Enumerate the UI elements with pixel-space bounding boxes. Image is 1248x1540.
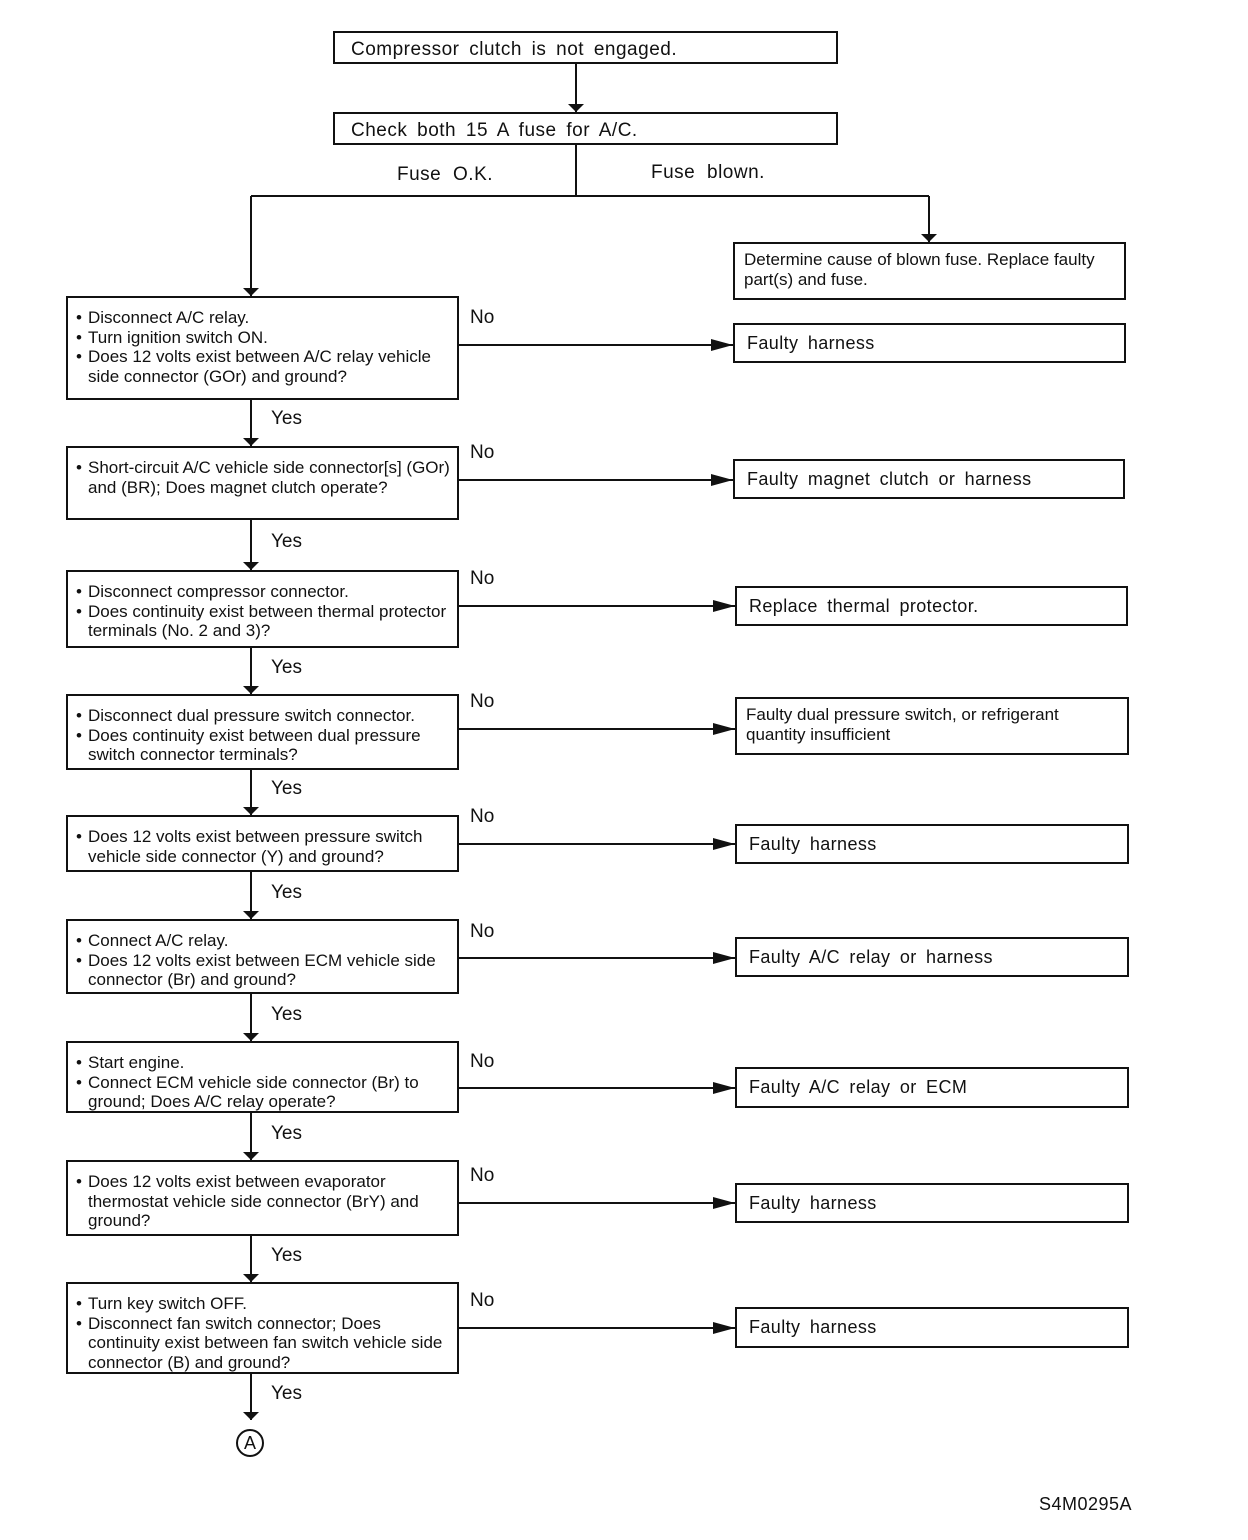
no-result-box-8: Faulty harness (735, 1183, 1129, 1223)
step-5-line-1: Does 12 volts exist between pressure swi… (76, 827, 453, 866)
blown-fuse-result-text: Determine cause of blown fuse. Replace f… (744, 250, 1095, 289)
yes-label-8: Yes (271, 1245, 302, 1266)
step-box-7: Start engine. Connect ECM vehicle side c… (66, 1041, 459, 1113)
step-3-line-2: Does continuity exist between thermal pr… (76, 602, 453, 641)
yes-label-3: Yes (271, 657, 302, 678)
yes-label-5: Yes (271, 882, 302, 903)
step-box-2: Short-circuit A/C vehicle side connector… (66, 446, 459, 520)
step-6-line-2: Does 12 volts exist between ECM vehicle … (76, 951, 453, 990)
fuse-ok-label: Fuse O.K. (397, 164, 494, 185)
no-label-2: No (470, 442, 495, 463)
step-7-line-2: Connect ECM vehicle side connector (Br) … (76, 1073, 453, 1112)
no-result-box-3: Replace thermal protector. (735, 586, 1128, 626)
step-1-line-2: Turn ignition switch ON. (76, 328, 453, 348)
blown-fuse-result-box: Determine cause of blown fuse. Replace f… (733, 242, 1126, 300)
no-result-text-5: Faulty harness (749, 834, 877, 854)
no-label-5: No (470, 806, 495, 827)
figure-code: S4M0295A (1039, 1494, 1133, 1514)
no-result-text-3: Replace thermal protector. (749, 596, 979, 616)
step-box-1: Disconnect A/C relay. Turn ignition swit… (66, 296, 459, 400)
no-result-box-1: Faulty harness (733, 323, 1126, 363)
step-4-line-1: Disconnect dual pressure switch connecto… (76, 706, 453, 726)
step-box-8: Does 12 volts exist between evaporator t… (66, 1160, 459, 1236)
step-1-line-1: Disconnect A/C relay. (76, 308, 453, 328)
step-box-6: Connect A/C relay. Does 12 volts exist b… (66, 919, 459, 994)
no-label-8: No (470, 1165, 495, 1186)
yes-label-2: Yes (271, 531, 302, 552)
yes-label-6: Yes (271, 1004, 302, 1025)
step-8-line-1: Does 12 volts exist between evaporator t… (76, 1172, 453, 1231)
no-label-4: No (470, 691, 495, 712)
yes-label-1: Yes (271, 408, 302, 429)
start-text: Compressor clutch is not engaged. (351, 39, 678, 60)
yes-label-9: Yes (271, 1383, 302, 1404)
step-7-line-1: Start engine. (76, 1053, 453, 1073)
fuse-blown-label: Fuse blown. (651, 162, 765, 183)
step-1-line-3: Does 12 volts exist between A/C relay ve… (76, 347, 453, 386)
no-result-text-6: Faulty A/C relay or harness (749, 947, 993, 967)
no-label-1: No (470, 307, 495, 328)
start-box: Compressor clutch is not engaged. (333, 31, 838, 64)
no-result-text-2: Faulty magnet clutch or harness (747, 469, 1032, 489)
no-result-text-7: Faulty A/C relay or ECM (749, 1077, 968, 1097)
no-result-text-4: Faulty dual pressure switch, or refriger… (746, 705, 1059, 744)
no-result-box-2: Faulty magnet clutch or harness (733, 459, 1125, 499)
no-result-box-7: Faulty A/C relay or ECM (735, 1067, 1129, 1108)
step-3-line-1: Disconnect compressor connector. (76, 582, 453, 602)
connector-a-circle: A (236, 1429, 264, 1457)
no-result-box-4: Faulty dual pressure switch, or refriger… (735, 697, 1129, 755)
yes-label-7: Yes (271, 1123, 302, 1144)
step-box-9: Turn key switch OFF. Disconnect fan swit… (66, 1282, 459, 1374)
fuse-check-text: Check both 15 A fuse for A/C. (351, 120, 638, 141)
no-result-text-8: Faulty harness (749, 1193, 877, 1213)
no-result-text-1: Faulty harness (747, 333, 875, 353)
step-box-5: Does 12 volts exist between pressure swi… (66, 815, 459, 872)
step-9-line-2: Disconnect fan switch connector; Does co… (76, 1314, 453, 1373)
step-6-line-1: Connect A/C relay. (76, 931, 453, 951)
step-box-3: Disconnect compressor connector. Does co… (66, 570, 459, 648)
no-result-box-9: Faulty harness (735, 1307, 1129, 1348)
no-result-box-5: Faulty harness (735, 824, 1129, 864)
no-result-box-6: Faulty A/C relay or harness (735, 937, 1129, 977)
fuse-check-box: Check both 15 A fuse for A/C. (333, 112, 838, 145)
yes-label-4: Yes (271, 778, 302, 799)
step-2-line-1: Short-circuit A/C vehicle side connector… (76, 458, 453, 497)
no-label-6: No (470, 921, 495, 942)
step-box-4: Disconnect dual pressure switch connecto… (66, 694, 459, 770)
no-label-9: No (470, 1290, 495, 1311)
step-4-line-2: Does continuity exist between dual press… (76, 726, 453, 765)
no-label-7: No (470, 1051, 495, 1072)
no-label-3: No (470, 568, 495, 589)
no-result-text-9: Faulty harness (749, 1317, 877, 1337)
step-9-line-1: Turn key switch OFF. (76, 1294, 453, 1314)
